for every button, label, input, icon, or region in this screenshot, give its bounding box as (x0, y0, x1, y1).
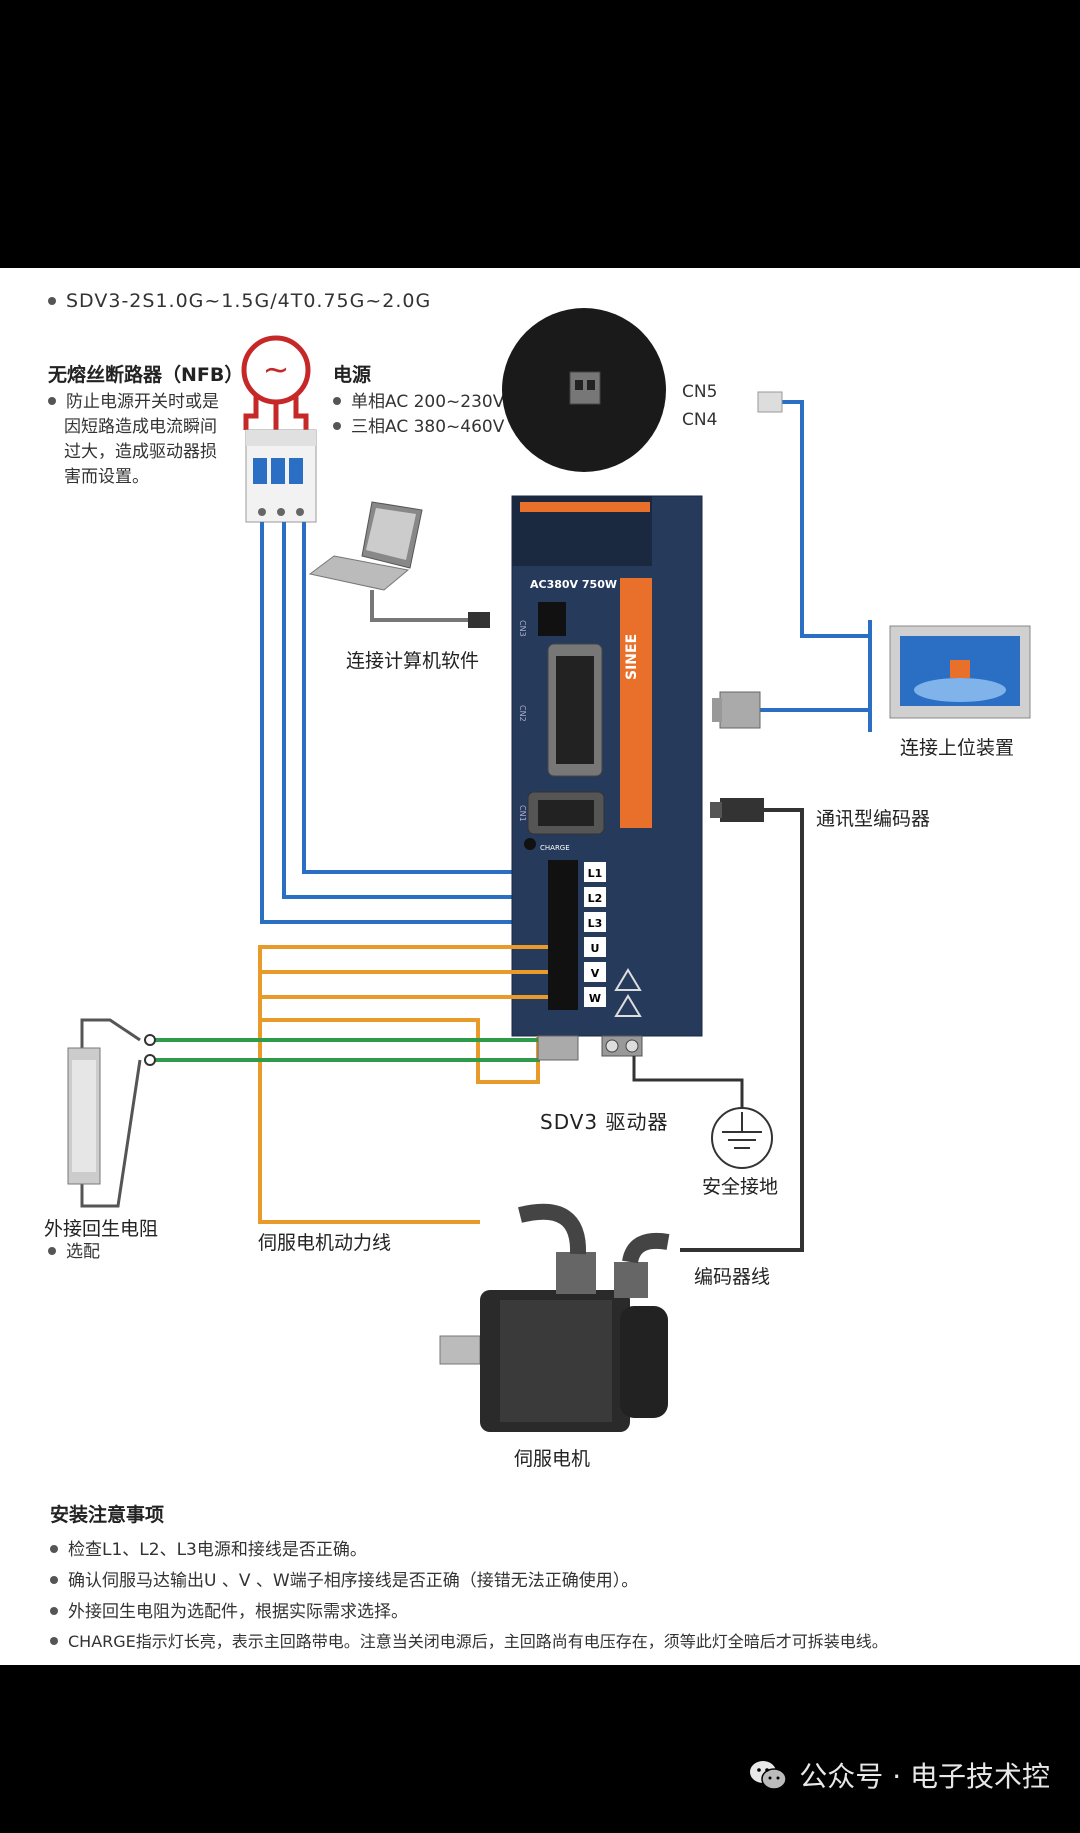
terminal-dot (144, 1034, 156, 1046)
resistor-label: 外接回生电阻 (44, 1218, 159, 1240)
breaker-desc-line: 过大，造成驱动器损 (64, 442, 217, 462)
breaker-title: 无熔丝断路器（NFB） (48, 364, 244, 386)
note-item: 检查L1、L2、L3电源和接线是否正确。 (50, 1535, 367, 1560)
note-item: CHARGE指示灯长亮，表示主回路带电。注意当关闭电源后，主回路尚有电压存在，须… (50, 1628, 888, 1652)
bullet-dot (48, 397, 56, 405)
svg-text:~: ~ (263, 350, 290, 388)
cn5-label: CN5 (682, 382, 718, 402)
usb-cable (370, 590, 470, 622)
bullet-dot (50, 1637, 58, 1645)
terminal-label: U (591, 942, 600, 955)
port-cn2-label: CN2 (518, 705, 527, 722)
encoder-connector (710, 798, 764, 822)
bullet-dot (50, 1545, 58, 1553)
breaker-device: ~ (241, 335, 317, 523)
power-three: 三相AC 380~460V (333, 415, 504, 440)
watermark: 公众号 · 电子技术控 (749, 1755, 1050, 1798)
db-plug (712, 691, 761, 729)
power-wires (260, 522, 548, 924)
power-title: 电源 (333, 364, 372, 386)
terminal-label: W (589, 992, 601, 1005)
ground-terminal (537, 1035, 773, 1169)
cn4-label: CN4 (682, 410, 718, 430)
computer-label: 连接计算机软件 (346, 650, 480, 672)
wechat-icon (749, 1759, 788, 1798)
laptop-device (308, 501, 423, 591)
terminal-label: L2 (588, 892, 603, 905)
breaker-desc-line: 防止电源开关时或是 (48, 390, 219, 415)
regen-wires (150, 1038, 540, 1062)
bullet-dot (48, 1247, 56, 1255)
power-single: 单相AC 200~230V (333, 390, 504, 415)
cn-zoom-inset (502, 308, 666, 472)
terminal-dot (144, 1054, 156, 1066)
bullet-dot (333, 397, 341, 405)
motor-power-label: 伺服电机动力线 (258, 1232, 392, 1254)
cn-labels: CN5 CN4 (682, 378, 717, 434)
drive-body (511, 495, 703, 1037)
drive-rating: AC380V 750W (530, 578, 617, 591)
charge-label: CHARGE (540, 844, 570, 852)
motor-label: 伺服电机 (514, 1448, 591, 1470)
port-cn3-label: CN3 (518, 620, 527, 637)
drive-brand: SINEE (624, 634, 640, 680)
breaker-desc: 防止电源开关时或是 因短路造成电流瞬间 过大，造成驱动器损 害而设置。 (48, 390, 219, 490)
encoder-comm-label: 通讯型编码器 (816, 808, 931, 830)
terminal-label: V (591, 967, 600, 980)
bullet-dot (333, 422, 341, 430)
regen-resistor (67, 1018, 142, 1208)
bullet-dot (50, 1607, 58, 1615)
terminal-labels: L1 L2 L3 U V W (588, 867, 603, 1005)
breaker-desc-line: 害而设置。 (64, 467, 149, 487)
motor-power-wires (258, 945, 548, 1224)
bullet-dot (48, 297, 56, 305)
rj45-plug (757, 391, 783, 413)
notes-title: 安装注意事项 (50, 1504, 165, 1526)
port-cn1-label: CN1 (518, 805, 527, 822)
terminal-label: L3 (588, 917, 603, 930)
watermark-text: 公众号 · 电子技术控 (799, 1760, 1050, 1793)
drive-name: SDV3 驱动器 (540, 1110, 669, 1134)
hmi-device (889, 625, 1031, 719)
bullet-dot (50, 1576, 58, 1584)
terminal-label: L1 (588, 867, 603, 880)
model-line: SDV3-2S1.0G~1.5G/4T0.75G~2.0G (48, 290, 431, 312)
resistor-opt: 选配 (48, 1240, 100, 1265)
encoder-cable-label: 编码器线 (694, 1266, 771, 1288)
host-label: 连接上位装置 (900, 737, 1015, 759)
note-item: 外接回生电阻为选配件，根据实际需求选择。 (50, 1597, 408, 1622)
ground-label: 安全接地 (702, 1176, 779, 1198)
power-specs: 单相AC 200~230V 三相AC 380~460V (333, 390, 504, 440)
servo-motor (439, 1203, 670, 1432)
usb-plug (468, 612, 490, 628)
cn5-cable (780, 400, 870, 638)
note-item: 确认伺服马达输出U 、V 、W端子相序接线是否正确（接错无法正确使用）。 (50, 1566, 638, 1591)
breaker-desc-line: 因短路造成电流瞬间 (64, 417, 217, 437)
encoder-cable-line (680, 808, 804, 1252)
model-text: SDV3-2S1.0G~1.5G/4T0.75G~2.0G (66, 290, 432, 312)
